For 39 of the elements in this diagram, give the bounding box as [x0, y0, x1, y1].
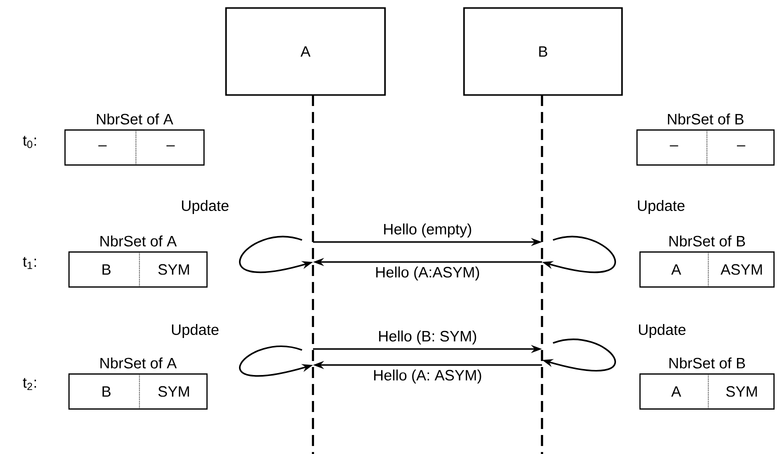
participant-box: B: [463, 7, 623, 96]
table-heading: NbrSet of B: [668, 113, 744, 124]
table-cell-text: –: [670, 145, 678, 146]
edge-label: Hello (B: SYM): [379, 330, 476, 344]
table-heading: NbrSet of A: [96, 113, 174, 124]
table-cell-text: SYM: [158, 386, 189, 397]
neighbor-table: [639, 357, 775, 410]
table-cell-text: A: [671, 386, 682, 397]
neighbor-table: [68, 235, 208, 288]
edge-label: Hello (A: ASYM): [374, 370, 482, 384]
table-cell-text: SYM: [158, 264, 189, 275]
table-cell-text: –: [98, 145, 107, 146]
table-heading: NbrSet of B: [669, 357, 745, 368]
table-cell-text: –: [736, 145, 746, 146]
neighbor-table: [639, 235, 775, 288]
table-cell-text: B: [102, 264, 111, 275]
table-heading: NbrSet of A: [100, 357, 177, 368]
table-cell-text: A: [671, 264, 682, 275]
table-heading: NbrSet of A: [100, 235, 177, 246]
table-cell-text: ASYM: [720, 264, 762, 275]
time-label: t$_{2}$:: [22, 378, 36, 390]
table-heading: NbrSet of B: [669, 235, 745, 246]
edge-label: Hello (empty): [384, 223, 472, 238]
edge-label: Update: [638, 324, 686, 338]
edge-label: Update: [638, 200, 684, 214]
time-label: t$_{1}$:: [22, 257, 36, 269]
table-cell-text: SYM: [726, 386, 757, 397]
neighbor-table: [68, 357, 208, 410]
lifeline: [540, 95, 544, 454]
edge-label: Update: [182, 200, 229, 214]
neighbor-table: [64, 113, 205, 166]
neighbor-table: [636, 113, 775, 166]
table-cell-text: B: [102, 386, 111, 397]
participant-box: A: [225, 7, 386, 96]
lifeline: [312, 95, 314, 454]
edge-label: Hello (A:ASYM): [376, 266, 480, 280]
table-cell-text: –: [166, 145, 175, 146]
edge-label: Update: [172, 324, 219, 338]
time-label: t$_{0}$:: [22, 136, 36, 148]
